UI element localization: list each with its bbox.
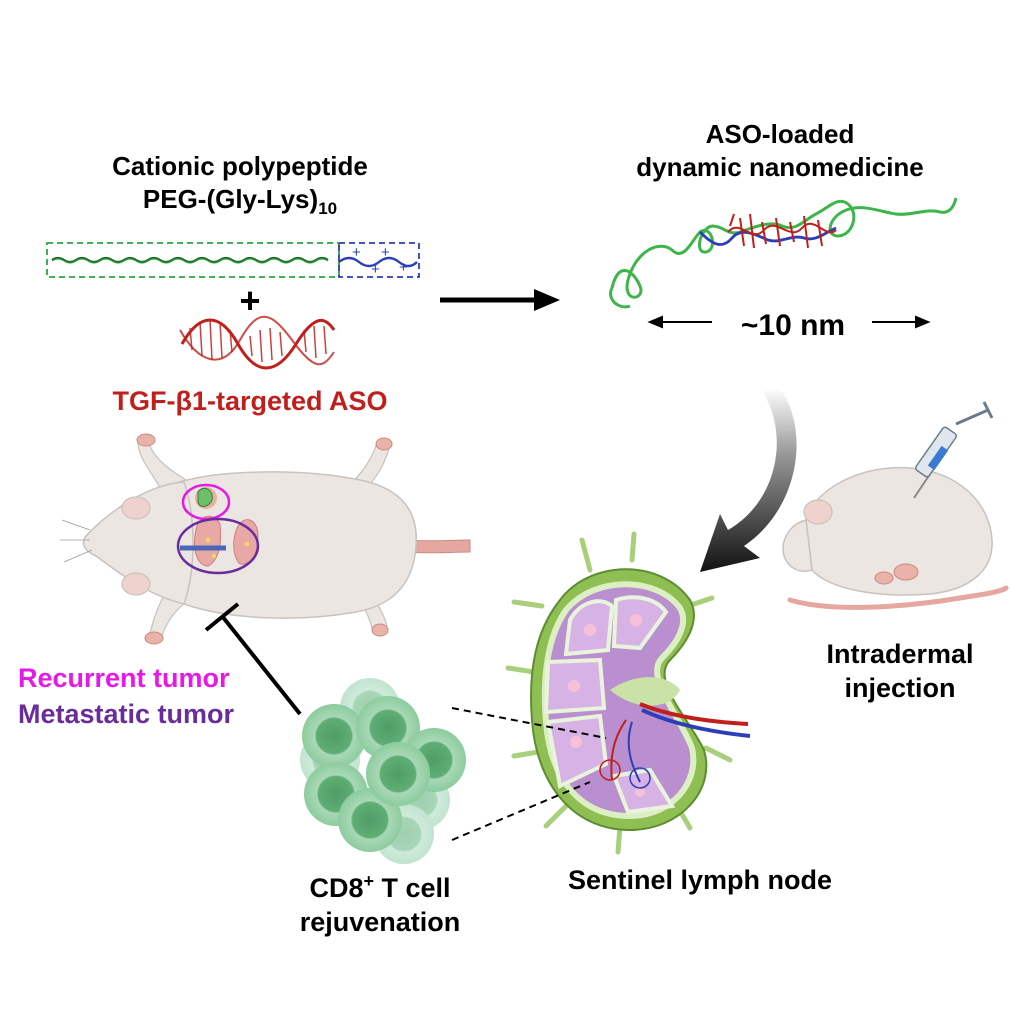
injection-label: Intradermal injection (800, 638, 1000, 706)
tcell-label: CD8+ T cell rejuvenation (250, 870, 510, 940)
tcell-superscript: + (363, 871, 374, 891)
lysine-chain (338, 256, 418, 268)
injection-label-line1: Intradermal (826, 639, 974, 669)
peg-chain (51, 256, 329, 264)
tcell-label-line1: CD8+ T cell (250, 870, 510, 906)
injection-label-line2: injection (844, 672, 956, 703)
syringe-icon (913, 401, 994, 499)
tcell-cd8: CD8 (309, 873, 364, 903)
tcell-label-line2: rejuvenation (299, 906, 461, 937)
metastatic-tumor-label: Metastatic tumor (18, 699, 235, 729)
inhibition-line (204, 602, 302, 716)
svg-text:+: + (381, 244, 390, 261)
nanomedicine-strand (609, 197, 958, 309)
svg-text:+: + (352, 244, 361, 261)
polypeptide-title-line1: Cationic polypeptide (112, 151, 368, 181)
tcell-cluster (300, 678, 466, 864)
lysine-charges: + + + + (352, 244, 408, 278)
recurrent-tumor-label: Recurrent tumor (18, 663, 230, 693)
plus-sign: + (239, 280, 261, 321)
polypeptide-formula: PEG-(Gly-Lys) (142, 183, 319, 214)
polypeptide-title-line2: PEG-(Gly-Lys)10 (70, 183, 410, 219)
aso-helix (179, 315, 336, 370)
polypeptide-subscript: 10 (318, 198, 338, 218)
nanomedicine-title-line1: ASO-loaded (705, 119, 855, 149)
lymph-node (505, 531, 751, 855)
nanomedicine-size-label: ~10 nm (740, 309, 846, 342)
aso-label: TGF-β1-targeted ASO (112, 386, 388, 416)
zoom-dashed-lines (451, 707, 607, 841)
size-scale-arrows (647, 315, 931, 329)
metastatic-tumor-circle (176, 517, 260, 575)
polypeptide-chain: + + + + (46, 242, 420, 278)
polypeptide-title: Cationic polypeptide PEG-(Gly-Lys)10 (70, 150, 410, 219)
reaction-arrow (440, 289, 560, 311)
nanomedicine-title: ASO-loaded dynamic nanomedicine (600, 118, 960, 183)
mouse-side (782, 401, 1009, 610)
delivery-curved-arrow (700, 388, 797, 572)
lymph-node-label: Sentinel lymph node (567, 865, 833, 895)
mouse-ventral (60, 433, 471, 645)
peg-segment-box (46, 242, 340, 278)
lysine-segment-box (338, 242, 420, 278)
tcell-type: T cell (374, 873, 451, 903)
nanomedicine-title-line2: dynamic nanomedicine (636, 151, 924, 182)
svg-text:+: + (399, 259, 408, 276)
svg-text:+: + (371, 261, 380, 278)
